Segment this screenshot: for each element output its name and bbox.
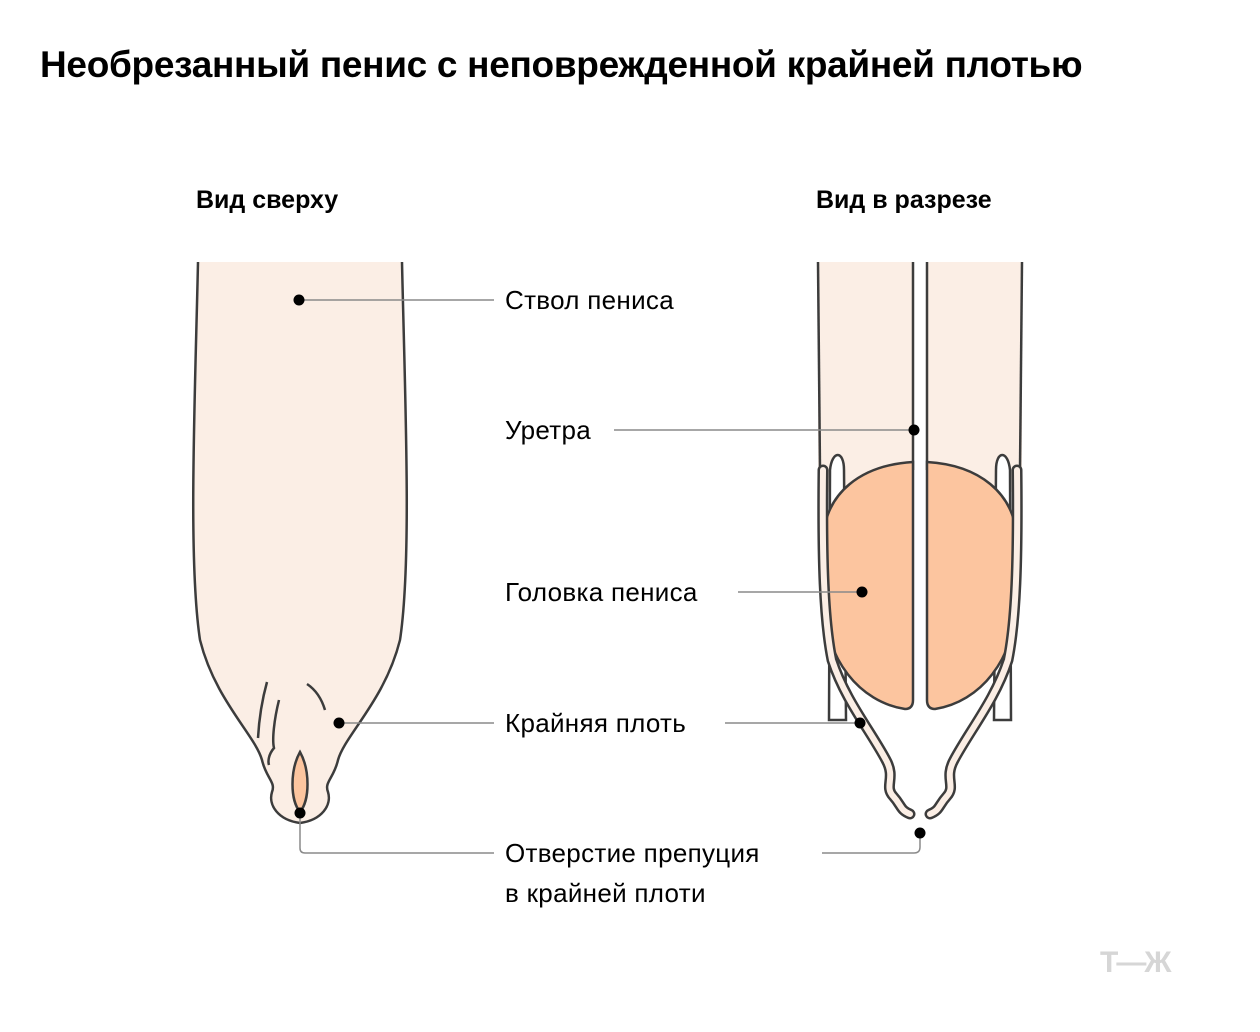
label-urethra: Уретра [505,415,592,445]
marker-dots [293,294,926,839]
page-title: Необрезанный пенис с неповрежденной край… [40,44,1083,85]
top-view-figure [191,261,409,825]
label-opening-line2: в крайней плоти [505,878,706,908]
label-opening-line1: Отверстие препуция [505,838,760,868]
view-top-heading: Вид сверху [196,186,339,214]
view-section-heading: Вид в разрезе [816,186,992,214]
label-shaft: Ствол пениса [505,285,674,315]
section-view-figure [816,261,1024,820]
brand-logo: Т—Ж [1100,946,1171,979]
leader-lines [299,299,921,854]
label-foreskin: Крайняя плоть [505,708,687,738]
label-glans: Головка пениса [505,577,698,607]
